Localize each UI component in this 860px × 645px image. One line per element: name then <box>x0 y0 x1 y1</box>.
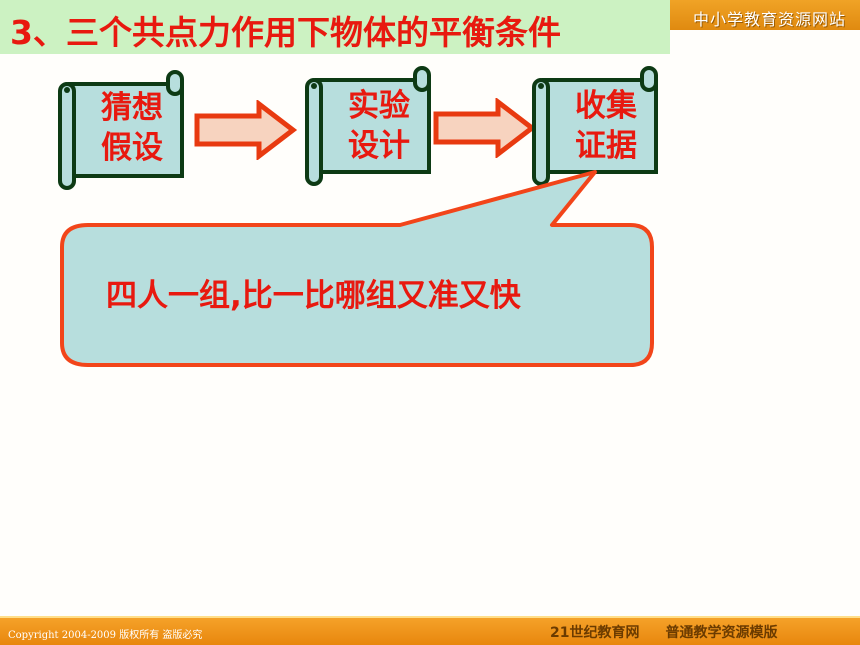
footer-links: 21世纪教育网 普通教学资源模版 <box>550 622 803 642</box>
step-label-line1: 实验 <box>348 88 410 124</box>
step-label: 收集 证据 <box>560 86 652 166</box>
slide-title: 3、三个共点力作用下物体的平衡条件 <box>10 13 561 52</box>
step-label-line2: 证据 <box>575 128 637 164</box>
speech-bubble-icon <box>60 170 654 367</box>
footer-divider <box>0 616 860 618</box>
brand-text: 中小学教育资源网站 <box>692 10 846 29</box>
step-label-line2: 假设 <box>101 130 163 166</box>
step-scroll-evidence: 收集 证据 <box>530 66 660 186</box>
title-box: 3、三个共点力作用下物体的平衡条件 <box>0 0 670 54</box>
step-label: 实验 设计 <box>333 86 425 166</box>
step-label: 猜想 假设 <box>86 88 178 168</box>
step-label-line1: 收集 <box>575 88 637 124</box>
step-scroll-hypothesis: 猜想 假设 <box>56 70 186 190</box>
scroll-icon <box>532 66 658 186</box>
step-scroll-design: 实验 设计 <box>303 66 433 186</box>
right-arrow-icon <box>194 100 298 160</box>
step-label-line1: 猜想 <box>101 90 163 126</box>
scroll-icon <box>58 70 184 190</box>
bubble-text: 四人一组,比一比哪组又准又快 <box>106 278 521 314</box>
footer-template: 普通教学资源模版 <box>665 625 778 641</box>
footer-copyright: Copyright 2004-2009 版权所有 盗版必究 <box>8 630 203 641</box>
step-label-line2: 设计 <box>348 128 410 164</box>
footer-site: 21世纪教育网 <box>550 625 640 641</box>
footer-band <box>0 616 860 645</box>
scroll-icon <box>305 66 431 186</box>
right-arrow-icon <box>433 98 537 158</box>
